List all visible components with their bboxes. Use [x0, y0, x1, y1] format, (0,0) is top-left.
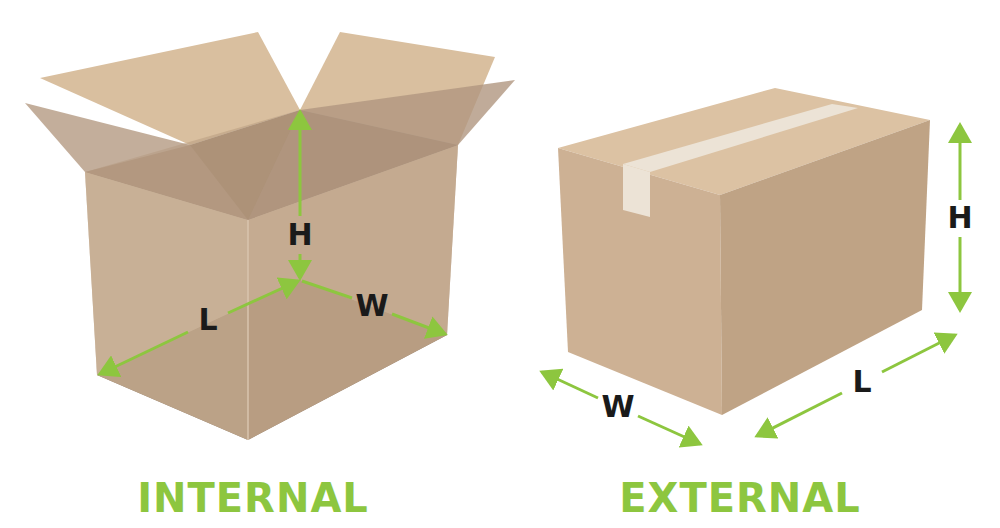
- height-label: H: [287, 220, 312, 250]
- internal-caption: INTERNAL: [137, 478, 369, 518]
- external-dimension-arrows: [542, 125, 960, 444]
- height-label: H: [947, 203, 972, 233]
- length-label: L: [198, 305, 217, 335]
- length-label: L: [852, 367, 871, 397]
- external-caption: EXTERNAL: [619, 478, 861, 518]
- closed-box: [558, 88, 930, 415]
- open-box: [25, 32, 515, 440]
- width-label: W: [355, 291, 388, 321]
- width-label: W: [601, 392, 634, 422]
- internal-dimension-arrows: [100, 112, 445, 374]
